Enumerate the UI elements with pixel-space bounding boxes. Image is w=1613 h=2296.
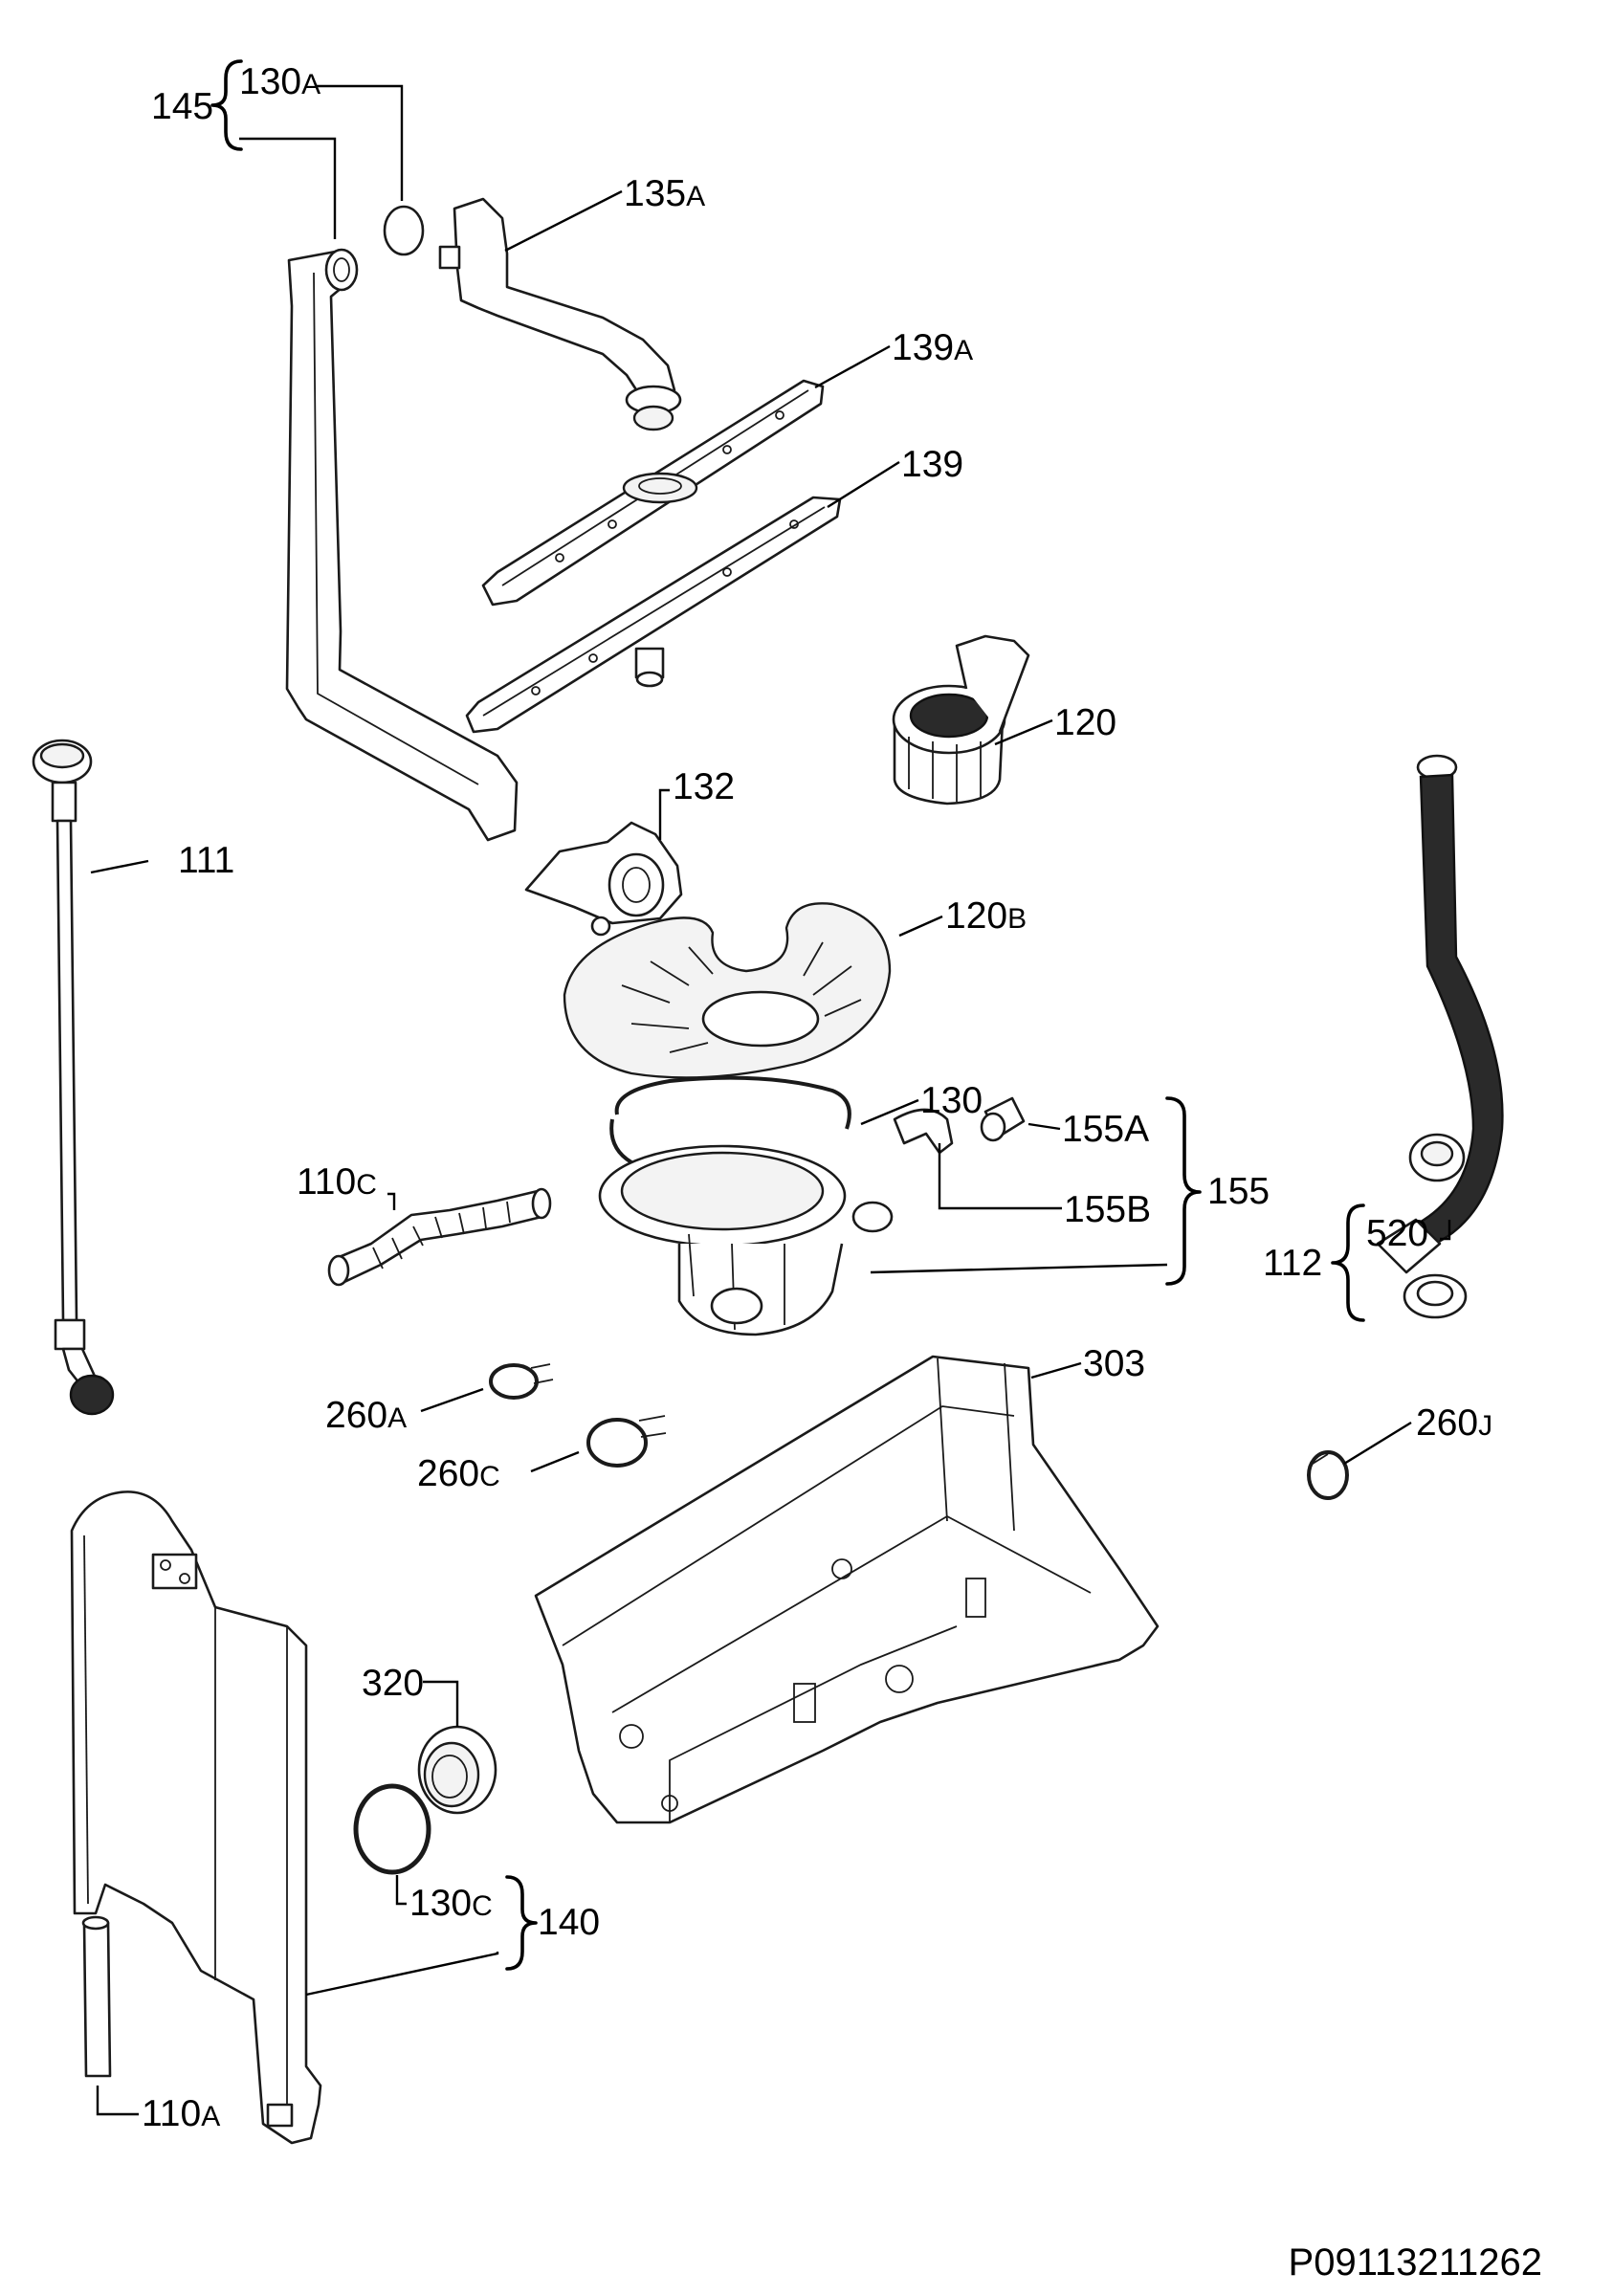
clamp-260j [1307, 1450, 1349, 1500]
o-ring-130a [383, 205, 425, 256]
spray-arm-139 [465, 496, 842, 734]
label-260c: 260C [417, 1453, 500, 1494]
seal-ring-130 [609, 1075, 851, 1164]
o-ring-130c [353, 1783, 431, 1875]
label-260j: 260J [1416, 1402, 1492, 1444]
label-145: 145 [151, 86, 213, 127]
clamp-260a [489, 1363, 554, 1400]
spray-arm-139a [481, 379, 825, 607]
water-tank-140 [70, 1490, 322, 2145]
label-120b: 120B [945, 895, 1027, 937]
label-320: 320 [362, 1663, 424, 1704]
brace-112 [1331, 1203, 1365, 1322]
filter-120 [892, 634, 1030, 806]
leader-lines [90, 84, 1451, 2116]
label-110c: 110C [297, 1161, 377, 1203]
label-155: 155 [1207, 1171, 1270, 1212]
hose-110c [327, 1187, 552, 1287]
sump-housing [598, 1144, 894, 1336]
supply-pipe-145 [285, 248, 519, 842]
brace-140 [505, 1875, 538, 1971]
brace-145 [210, 59, 243, 151]
label-130a: 130A [239, 61, 320, 102]
label-303: 303 [1083, 1343, 1145, 1384]
label-120: 120 [1054, 702, 1116, 743]
seal-320 [417, 1725, 497, 1815]
label-155b: 155B [1064, 1189, 1151, 1230]
label-130c: 130C [409, 1883, 493, 1924]
braces [210, 59, 1365, 1971]
label-139: 139 [901, 444, 963, 485]
bracket-155b [893, 1108, 954, 1155]
valve-132 [524, 821, 683, 937]
label-135a: 135A [624, 173, 705, 214]
label-520: 520 [1366, 1213, 1428, 1254]
drawing-code: P09113211262 [1289, 2241, 1542, 2284]
sleeve-155a [980, 1096, 1026, 1142]
label-132: 132 [673, 766, 735, 807]
label-260a: 260A [325, 1395, 407, 1436]
base-frame-303 [534, 1355, 1160, 1824]
label-130: 130 [920, 1080, 983, 1121]
feed-pipe-135a [438, 197, 682, 431]
label-110a: 110A [142, 2093, 220, 2134]
clamp-260c [586, 1415, 667, 1468]
tube-110a [81, 1915, 112, 2078]
label-111: 111 [178, 840, 234, 881]
drain-hose-112 [1376, 754, 1504, 1319]
label-140: 140 [538, 1902, 600, 1943]
inlet-hose-111 [32, 739, 115, 1416]
label-139a: 139A [892, 327, 973, 368]
adapter-520 [1408, 1133, 1466, 1182]
brace-155 [1165, 1096, 1202, 1286]
label-155a: 155A [1062, 1109, 1149, 1150]
label-112: 112 [1263, 1243, 1322, 1284]
part-labels: 145 130A 135A 139A 139 120 132 111 120B … [142, 61, 1542, 2284]
filter-plate-120b [563, 902, 892, 1079]
